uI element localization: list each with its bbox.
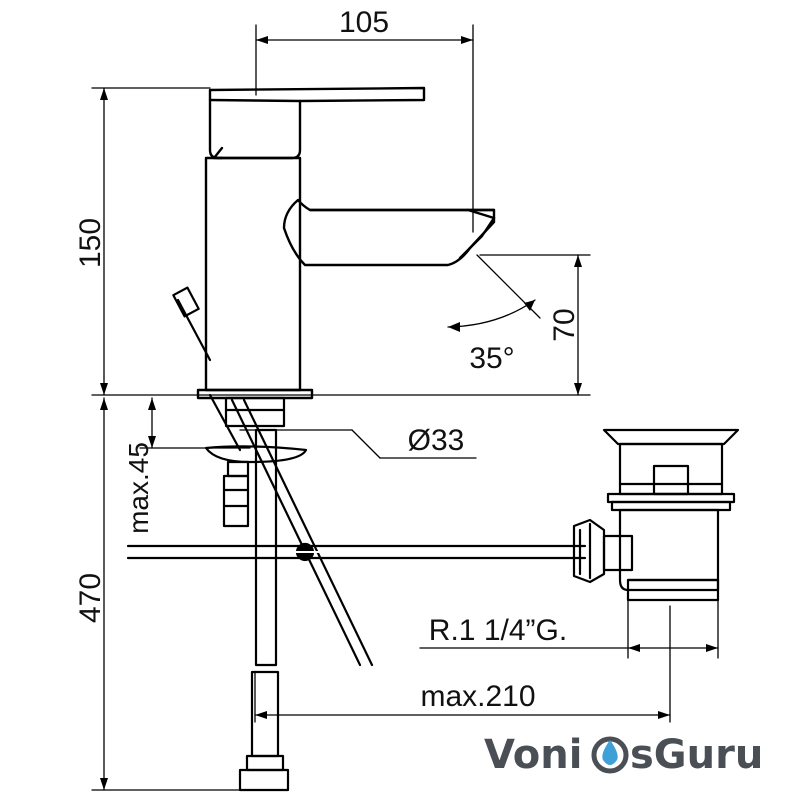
voniusguru-logo: Voni sGuru	[484, 732, 763, 778]
logo-text-part2: sGuru	[630, 732, 763, 778]
popup-rod	[172, 286, 212, 362]
dim-base-diameter: Ø33	[408, 424, 465, 457]
dim-spout-reach: 105	[339, 6, 389, 39]
lever-handle	[208, 86, 426, 160]
dim-total-height: 150	[74, 218, 107, 268]
dim-max-deck: max.45	[123, 442, 154, 534]
under-deck-assembly	[126, 393, 587, 792]
spout	[282, 198, 496, 267]
dim-max-rod: max.210	[420, 680, 535, 713]
dim-swivel-angle: 35°	[469, 342, 514, 375]
faucet-body	[172, 86, 496, 400]
dimension-lines	[91, 24, 719, 791]
dim-hose-length: 470	[74, 573, 107, 623]
dim-spout-height: 70	[548, 308, 581, 341]
water-drop-icon	[591, 736, 629, 774]
waste-valve	[572, 428, 740, 602]
dim-thread: R.1 1/4”G.	[429, 614, 567, 647]
dimension-labels: 105 150 70 35° Ø33 max.45 470 R.1 1/4”G.…	[74, 6, 581, 713]
faucet-column	[204, 156, 302, 392]
logo-text-part1: Voni	[484, 732, 582, 778]
faucet-base	[196, 388, 314, 400]
